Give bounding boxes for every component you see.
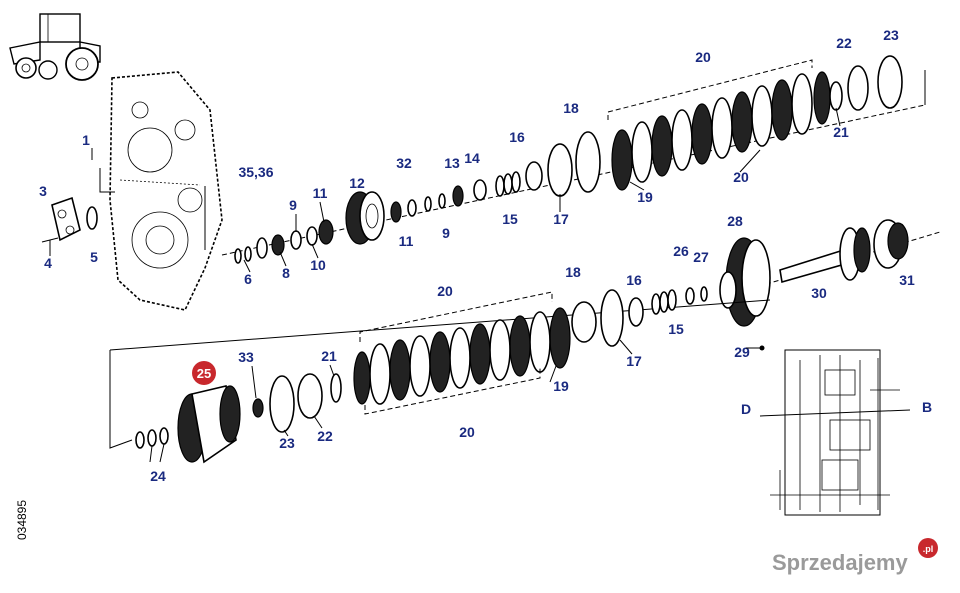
callout-22b: 22 <box>317 428 333 444</box>
callout-23b: 23 <box>279 435 295 451</box>
label-b: B <box>922 399 932 415</box>
callout-9b: 9 <box>442 225 450 241</box>
part-17-ring-upper <box>547 143 573 197</box>
part-18-ring-upper <box>575 131 601 193</box>
upper-clutch-pack <box>607 59 831 191</box>
part-22-washer-upper <box>847 65 869 111</box>
highlight-badge <box>192 361 216 385</box>
lower-guide-corner <box>109 350 133 449</box>
part-24-rings <box>135 427 169 463</box>
label-d: D <box>741 401 751 417</box>
transmission-housing <box>109 71 223 311</box>
lower-pack-bracket <box>364 368 541 415</box>
callout-12: 12 <box>349 175 365 191</box>
part-33-bearing <box>252 398 264 418</box>
callout-30: 30 <box>811 285 827 301</box>
callout-26: 26 <box>673 243 689 259</box>
part-30-shaft <box>779 227 871 284</box>
callout-14: 14 <box>464 150 480 166</box>
watermark-suffix: .pl <box>923 544 934 554</box>
callout-18b: 18 <box>565 264 581 280</box>
highlight-badge-label: 25 <box>197 366 211 381</box>
callout-labels: 1 3 4 5 6 8 9 9 10 11 11 12 13 14 15 15 … <box>39 27 915 484</box>
callout-11a: 11 <box>313 185 328 201</box>
tractor-icon <box>9 13 101 81</box>
drawing-code: 034895 <box>15 500 29 540</box>
watermark-badge <box>918 538 938 558</box>
callout-20c: 20 <box>437 283 453 299</box>
part-31-bearing <box>873 219 909 269</box>
callout-17b: 17 <box>626 353 642 369</box>
callout-19a: 19 <box>637 189 653 205</box>
callout-9a: 9 <box>289 197 297 213</box>
callout-13: 13 <box>444 155 460 171</box>
callout-35-36: 35,36 <box>238 164 273 180</box>
callout-15a: 15 <box>502 211 518 227</box>
upper-shaft-small-parts <box>234 219 334 264</box>
callout-1: 1 <box>82 132 90 148</box>
part-27-ring <box>700 286 708 302</box>
upper-shaft-small-parts-2 <box>390 161 543 223</box>
callout-16b: 16 <box>626 272 642 288</box>
callout-20d: 20 <box>459 424 475 440</box>
part-12-gear <box>345 191 385 245</box>
callout-21b: 21 <box>321 348 337 364</box>
part-22-washer-lower <box>297 373 323 419</box>
callout-11b: 11 <box>399 233 414 249</box>
callout-23a: 23 <box>883 27 899 43</box>
part-5-seal <box>86 206 98 230</box>
callout-19b: 19 <box>553 378 569 394</box>
part-25-drum <box>177 385 241 464</box>
leader-lines <box>49 107 841 437</box>
callout-16a: 16 <box>509 129 525 145</box>
callout-15b: 15 <box>668 321 684 337</box>
schematic-inset <box>759 349 911 516</box>
callout-24: 24 <box>150 468 166 484</box>
lower-clutch-pack <box>353 291 571 405</box>
callout-17a: 17 <box>553 211 569 227</box>
callout-28: 28 <box>727 213 743 229</box>
callout-31: 31 <box>899 272 915 288</box>
callout-21a: 21 <box>833 124 849 140</box>
callout-29: 29 <box>734 344 750 360</box>
part-21-snapring-lower <box>330 373 342 403</box>
part-29-pin <box>759 345 765 351</box>
callout-20a: 20 <box>695 49 711 65</box>
part-18-ring-lower <box>571 301 597 343</box>
lower-rings-15-16 <box>628 289 677 327</box>
callout-33: 33 <box>238 349 254 365</box>
callout-10: 10 <box>310 257 326 273</box>
callout-3: 3 <box>39 183 47 199</box>
callout-5: 5 <box>90 249 98 265</box>
part-3-bracket <box>41 196 81 243</box>
callout-18a: 18 <box>563 100 579 116</box>
upper-guide-lines <box>99 70 926 256</box>
callout-32: 32 <box>396 155 412 171</box>
part-23-ring-lower <box>269 375 295 433</box>
part-21-snapring-upper <box>829 81 843 111</box>
callout-4: 4 <box>44 255 52 271</box>
watermark-text: Sprzedajemy <box>772 550 908 575</box>
part-26-washer <box>685 287 695 305</box>
callout-27: 27 <box>693 249 709 265</box>
part-23-ring-upper <box>877 55 903 109</box>
watermark: Sprzedajemy .pl <box>772 538 938 575</box>
callout-22a: 22 <box>836 35 852 51</box>
callout-6: 6 <box>244 271 252 287</box>
callout-8: 8 <box>282 265 290 281</box>
callout-20b: 20 <box>733 169 749 185</box>
part-17-ring-lower <box>600 289 624 347</box>
